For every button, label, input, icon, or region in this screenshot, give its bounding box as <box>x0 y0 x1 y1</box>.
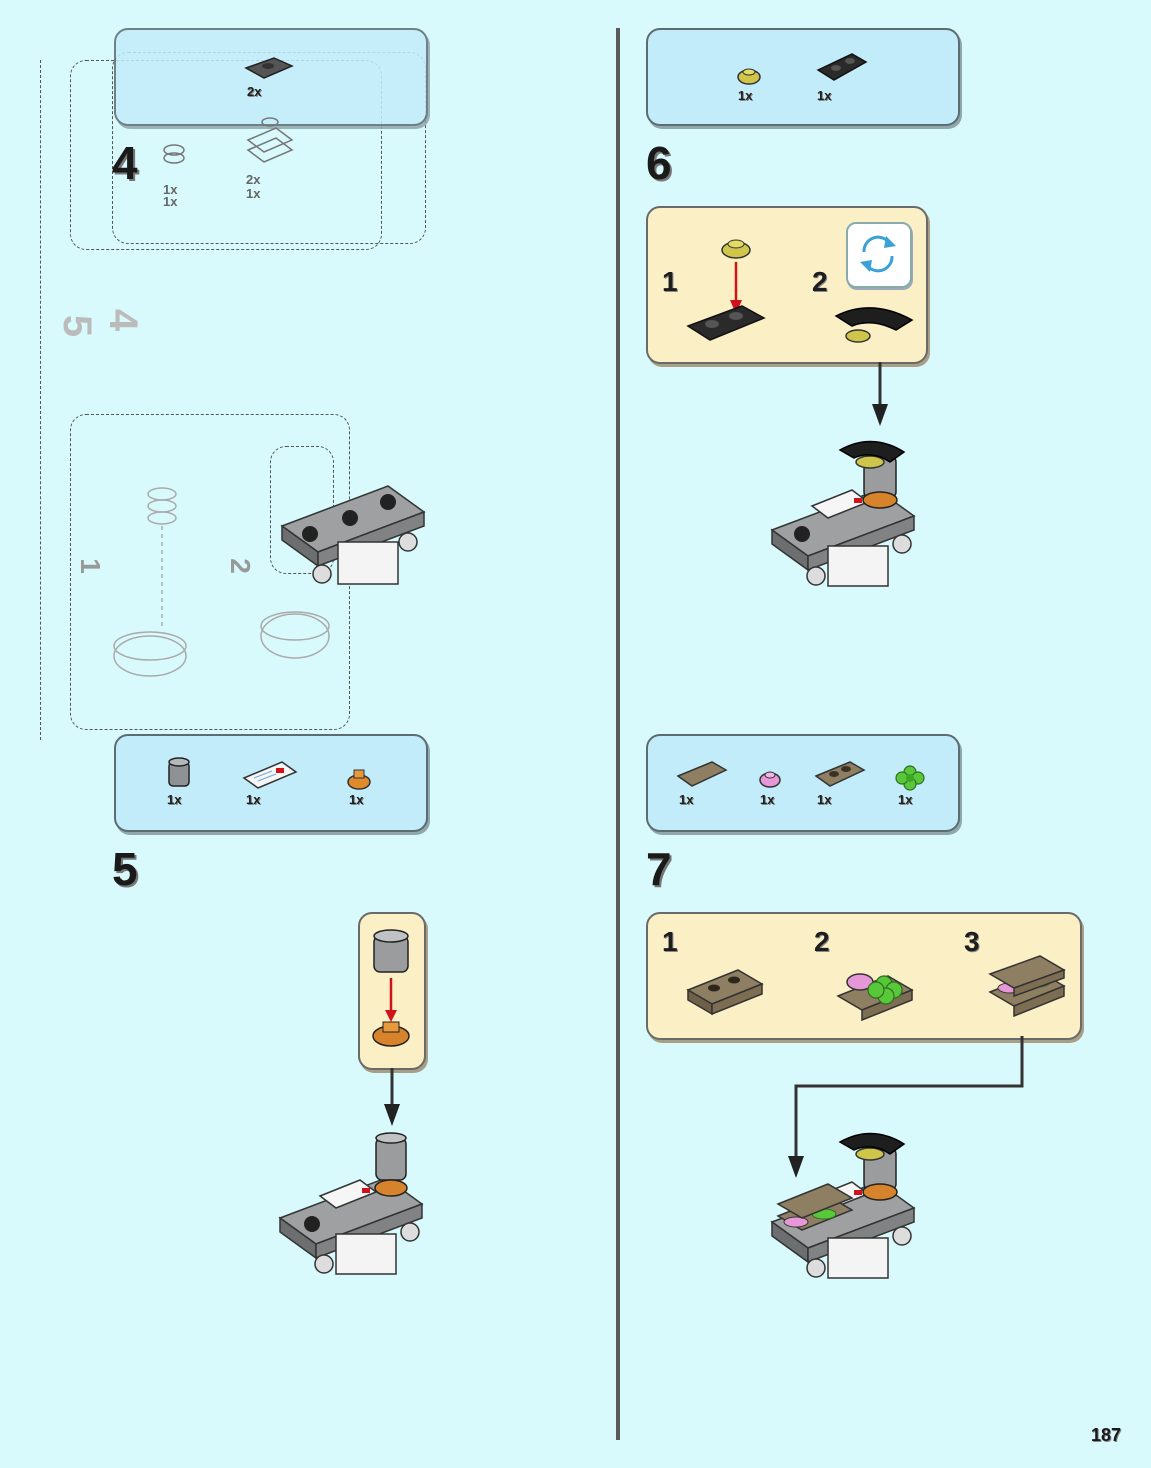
step7-part-pink-round-plate-icon <box>759 771 781 788</box>
step7-part-green-flower-plate-icon <box>895 765 925 791</box>
ghost-qty-label-4: 2x <box>246 172 261 187</box>
step5-assembly-icon <box>278 1132 424 1275</box>
step7-substep2-art-icon <box>836 973 914 1022</box>
step7-part-tan-tile-icon <box>676 761 728 787</box>
step6-number: 6 <box>646 137 672 189</box>
step7-part-qty-3: 1x <box>817 792 832 807</box>
step7-part-tan-plate-icon <box>814 761 866 787</box>
step6-substep-2: 2 <box>812 266 828 297</box>
step7-number: 7 <box>646 843 672 895</box>
step5-number: 5 <box>112 843 138 895</box>
ghost-qty-label: 2x <box>247 84 262 99</box>
ghost-substep-1: 1 <box>74 558 106 574</box>
ghost-step-number: 4 <box>112 137 138 189</box>
ghost-small-parts-icon <box>163 117 294 164</box>
ghost-rotated-step-5: 5 <box>55 314 100 338</box>
ghost-rotated-step-4: 4 <box>101 308 146 332</box>
step5-part-letter-tile-icon <box>242 761 298 789</box>
step6-part-black-wedge-plate-icon <box>816 53 868 81</box>
step7-connector-arrow-icon <box>788 1036 1024 1178</box>
ghost-base-assembly-icon <box>280 485 426 585</box>
step7-substep-1: 1 <box>662 926 678 957</box>
step6-substep-1: 1 <box>662 266 678 297</box>
step5-substep-art-icon <box>372 929 410 1047</box>
step7-part-qty-4: 1x <box>898 792 913 807</box>
ghost-qty-label-3: 1x <box>163 194 178 209</box>
step6-assembly-icon <box>770 440 916 587</box>
column-divider <box>616 28 620 1440</box>
step5-part-qty-3: 1x <box>349 792 364 807</box>
step7-substep3-art-icon <box>988 955 1066 1018</box>
ghost-qty-label-5: 1x <box>246 186 261 201</box>
step7-substep-3: 3 <box>964 926 980 957</box>
step5-down-arrow-icon <box>384 1068 400 1126</box>
ghost-plate-icon <box>244 57 294 79</box>
step7-part-qty-2: 1x <box>760 792 775 807</box>
step7-part-qty-1: 1x <box>679 792 694 807</box>
step7-assembly-icon <box>770 1132 916 1279</box>
ghost-qty-label-2: 1x <box>163 182 178 197</box>
ghost-wheel-parts-icon <box>113 487 330 677</box>
ghost-dashed-margin <box>40 60 41 740</box>
step6-down-arrow-icon <box>872 362 888 426</box>
step6-part-yellow-round-plate-icon <box>737 68 761 85</box>
step5-part-qty-1: 1x <box>167 792 182 807</box>
step6-part-qty-1: 1x <box>738 88 753 103</box>
step6-rotate-card <box>846 222 912 288</box>
rotate-arrows-icon <box>860 235 896 273</box>
step6-part-qty-2: 1x <box>817 88 832 103</box>
step6-substep2-art-icon <box>834 307 914 343</box>
step7-substep-2: 2 <box>814 926 830 957</box>
step6-substep1-art-icon <box>686 239 766 341</box>
step6-parts-box <box>646 28 960 126</box>
step7-substep1-art-icon <box>686 969 764 1016</box>
step5-part-qty-2: 1x <box>246 792 261 807</box>
step5-part-orange-round-plate-icon <box>347 769 371 790</box>
ghost-parts-box <box>114 28 428 126</box>
page-number: 187 <box>1090 1425 1121 1445</box>
step5-part-gray-round-brick-icon <box>168 757 190 787</box>
